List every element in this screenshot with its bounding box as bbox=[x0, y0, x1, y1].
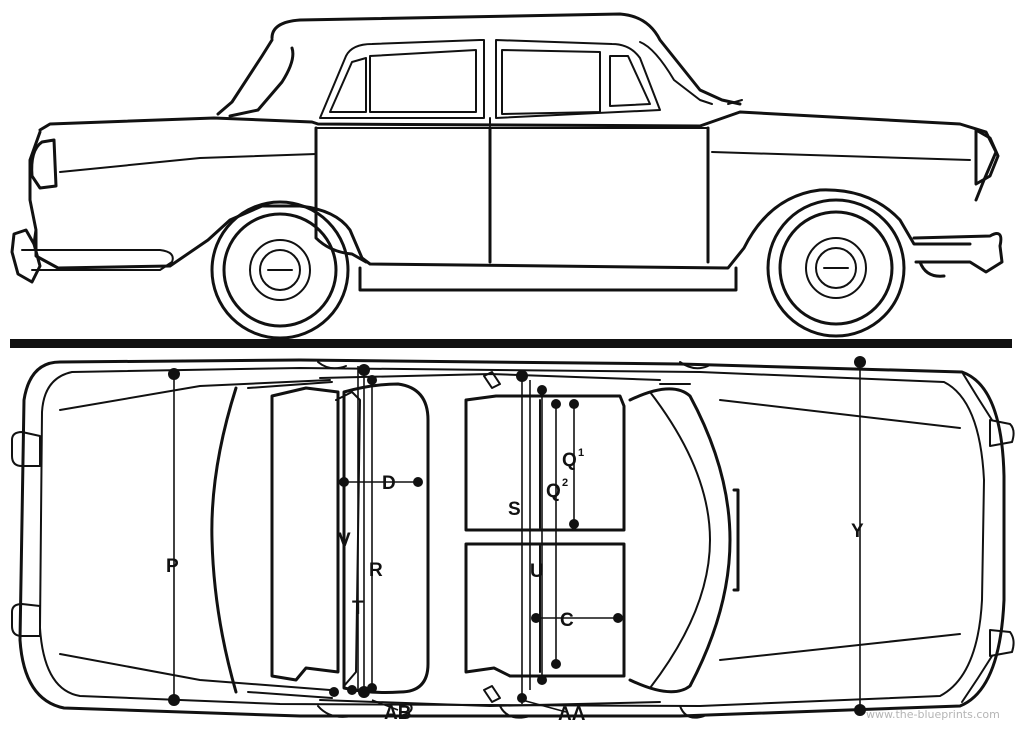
top-view: D V R T P S U C Y Q 1 Q 2 AB AA bbox=[11, 356, 1015, 725]
label-d: D bbox=[382, 473, 396, 494]
label-q1-sup: 1 bbox=[578, 447, 584, 459]
watermark: www.the-blueprints.com bbox=[866, 708, 1000, 721]
side-view bbox=[10, 12, 1004, 340]
label-y: Y bbox=[851, 521, 864, 542]
dimension-lines bbox=[168, 356, 866, 716]
label-ab: AB bbox=[384, 703, 411, 724]
dimension-labels: D V R T P S U C Y Q 1 Q 2 AB AA bbox=[166, 447, 864, 725]
label-q1: Q bbox=[562, 450, 577, 471]
ground-line bbox=[10, 339, 1012, 348]
label-q2: Q bbox=[546, 481, 561, 502]
label-q2-sup: 2 bbox=[562, 477, 568, 489]
label-v: V bbox=[338, 530, 351, 551]
label-c: C bbox=[560, 610, 574, 631]
label-u: U bbox=[530, 561, 544, 582]
label-p: P bbox=[166, 556, 179, 577]
label-aa: AA bbox=[558, 704, 586, 725]
label-s: S bbox=[508, 499, 521, 520]
label-t: T bbox=[352, 598, 364, 619]
label-r: R bbox=[369, 560, 383, 581]
